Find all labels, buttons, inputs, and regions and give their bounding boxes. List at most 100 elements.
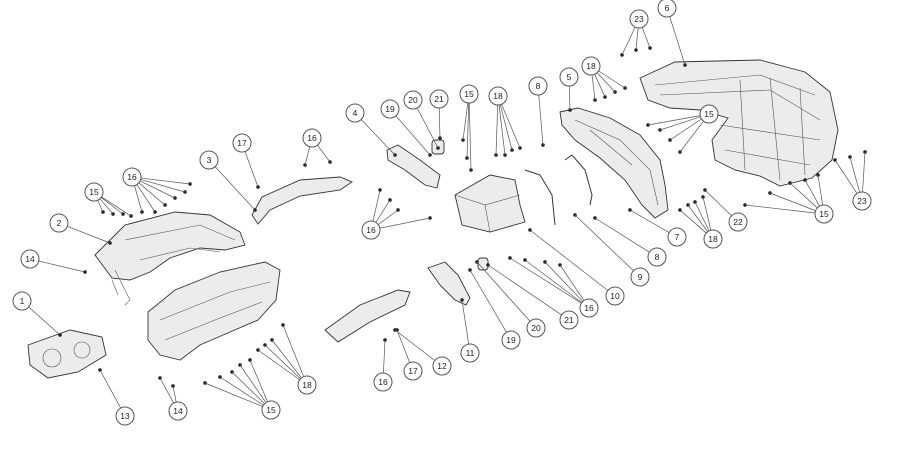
callout-number: 14: [25, 254, 35, 264]
callout-number: 21: [434, 94, 444, 104]
callout-circle: [559, 310, 579, 330]
rear-rack-drawing: [639, 59, 839, 187]
callout-number: 19: [385, 104, 395, 114]
callout-21: 21: [429, 89, 449, 109]
leader-line: [466, 102, 470, 159]
callout-number: 23: [857, 196, 867, 206]
leader-line: [849, 156, 860, 193]
lower-panel-drawing: [147, 261, 281, 361]
callout-number: 21: [564, 315, 574, 325]
callout-number: 9: [638, 272, 643, 282]
callout-number: 5: [567, 72, 572, 82]
leader-line: [817, 174, 823, 206]
leader-line: [598, 70, 626, 89]
leader-line: [559, 264, 585, 301]
leader-line: [360, 119, 396, 156]
callout-5: 5: [559, 67, 579, 87]
callout-2: 2: [49, 213, 69, 233]
callout-23: 23: [852, 191, 872, 211]
callout-number: 15: [464, 89, 474, 99]
leader-line: [416, 107, 439, 149]
leader-line: [257, 349, 300, 381]
callout-number: 19: [506, 335, 516, 345]
leader-line: [172, 385, 177, 403]
callout-circle: [49, 213, 69, 233]
callout-circle: [459, 84, 479, 104]
callout-circle: [345, 103, 365, 123]
callout-number: 2: [57, 218, 62, 228]
callout-number: 13: [120, 411, 130, 421]
callout-number: 14: [173, 406, 183, 416]
leader-line: [383, 339, 386, 374]
callout-number: 10: [610, 291, 620, 301]
leader-line: [524, 259, 583, 303]
callout-16: 16: [579, 298, 599, 318]
callout-circle: [373, 372, 393, 392]
callout-circle: [647, 247, 667, 267]
leader-line: [99, 198, 114, 215]
callout-number: 23: [634, 14, 644, 24]
leader-line: [136, 184, 156, 213]
leader-line: [744, 204, 816, 214]
leader-line: [101, 196, 132, 217]
callout-circle: [432, 356, 452, 376]
leader-line: [621, 26, 636, 56]
leader-line: [529, 229, 609, 291]
callout-circle: [528, 76, 548, 96]
leader-line: [67, 225, 111, 244]
callout-number: 16: [307, 133, 317, 143]
leader-line: [99, 369, 122, 409]
leader-line: [629, 209, 670, 233]
callout-circle: [361, 220, 381, 240]
leader-line: [28, 306, 61, 336]
callout-1: 1: [12, 291, 32, 311]
callout-circle: [199, 150, 219, 170]
callout-circle: [12, 291, 32, 311]
callout-18: 18: [581, 56, 601, 76]
callout-16: 16: [302, 128, 322, 148]
leader-line: [679, 209, 707, 234]
callout-16: 16: [122, 167, 142, 187]
leader-line: [231, 371, 265, 404]
callout-circle: [168, 401, 188, 421]
leader-line: [476, 261, 531, 322]
callout-circle: [122, 167, 142, 187]
callout-circle: [581, 56, 601, 76]
leader-line: [140, 177, 191, 185]
callout-number: 18: [586, 61, 596, 71]
leader-line: [694, 201, 710, 232]
leader-line: [282, 324, 304, 377]
callout-number: 17: [408, 366, 418, 376]
bracket-drawing: [524, 154, 593, 226]
callout-number: 20: [408, 95, 418, 105]
callout-circle: [629, 9, 649, 29]
upper-trim-drawing: [251, 176, 353, 225]
leader-line: [394, 329, 436, 361]
callout-17: 17: [232, 133, 252, 153]
callout-circle: [20, 249, 40, 269]
callout-19: 19: [380, 99, 400, 119]
leader-line: [375, 199, 391, 223]
callout-number: 8: [655, 252, 660, 262]
leader-line: [438, 107, 441, 139]
callout-circle: [728, 212, 748, 232]
leader-line: [219, 376, 264, 406]
callout-circle: [84, 182, 104, 202]
callout-number: 22: [733, 217, 743, 227]
callout-7: 7: [667, 227, 687, 247]
leader-line: [264, 344, 301, 380]
leader-line: [647, 115, 701, 126]
callout-number: 6: [665, 3, 670, 13]
storage-box-drawing: [454, 174, 526, 233]
callout-number: 15: [89, 187, 99, 197]
callout-9: 9: [630, 267, 650, 287]
callout-circle: [403, 90, 423, 110]
callout-circle: [232, 133, 252, 153]
leader-line: [487, 264, 562, 316]
callout-number: 12: [437, 361, 447, 371]
callout-12: 12: [432, 356, 452, 376]
callout-19: 19: [501, 330, 521, 350]
leader-line: [544, 261, 584, 302]
callout-15: 15: [814, 204, 834, 224]
callout-circle: [501, 330, 521, 350]
